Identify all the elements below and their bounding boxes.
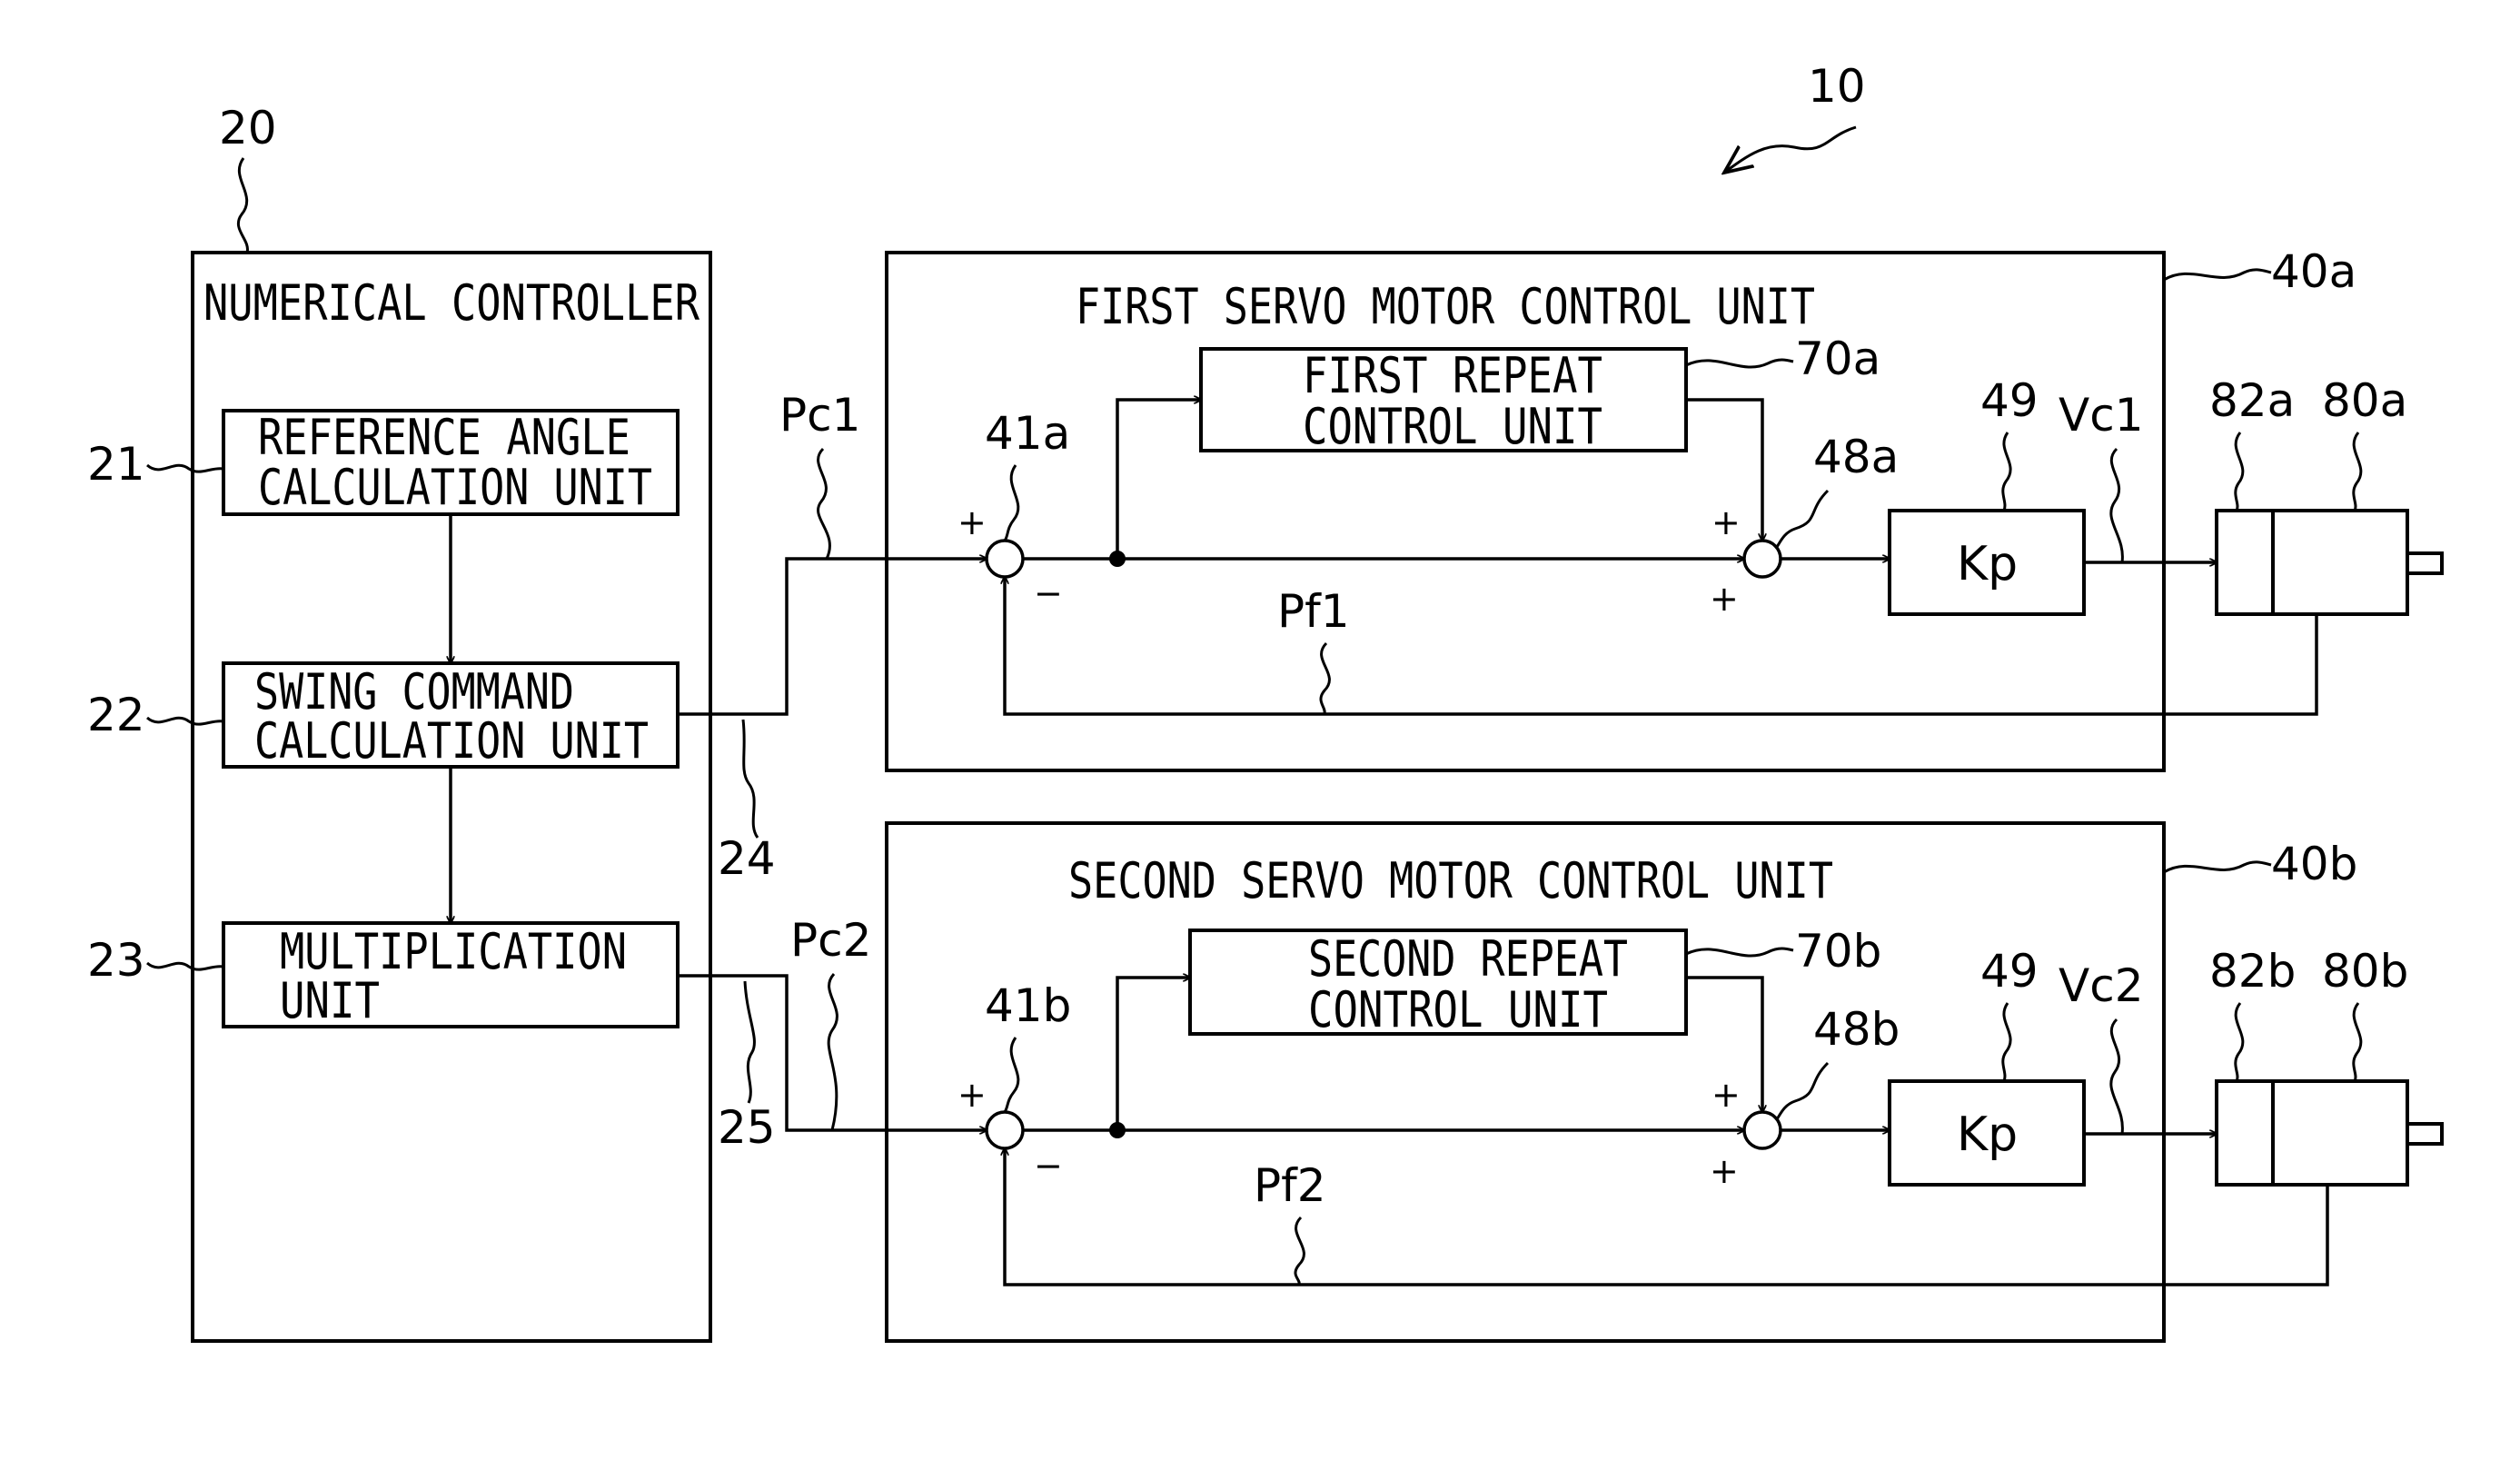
first-repeat-leader bbox=[1686, 360, 1793, 367]
adder-48a-plus-top: + bbox=[1711, 502, 1741, 542]
adder-48a bbox=[1744, 541, 1781, 577]
vc1-label: Vc1 bbox=[2059, 389, 2144, 442]
branch-to-repeat-1 bbox=[1117, 400, 1201, 559]
numerical-controller-leader bbox=[238, 158, 247, 253]
pc2-label: Pc2 bbox=[790, 914, 871, 967]
second-repeat-leader bbox=[1686, 949, 1793, 956]
subtractor-41b-plus: + bbox=[957, 1075, 987, 1115]
output2-ref: 25 bbox=[718, 1101, 776, 1154]
adder-48b-leader bbox=[1777, 1063, 1828, 1119]
gain-kp-2-ref: 49 bbox=[1980, 945, 2039, 998]
output1-leader bbox=[743, 720, 758, 838]
pc1-label: Pc1 bbox=[779, 389, 860, 442]
subtractor-41a bbox=[987, 541, 1023, 577]
encoder-82b-leader bbox=[2236, 1003, 2243, 1081]
pf1-leader bbox=[1321, 643, 1329, 714]
pc2-leader bbox=[828, 974, 837, 1130]
reference-angle-line1: REFERENCE ANGLE bbox=[258, 409, 630, 466]
adder-48a-leader bbox=[1777, 491, 1828, 547]
motor-80a-shaft bbox=[2407, 553, 2442, 573]
output2-leader bbox=[745, 981, 754, 1103]
second-servo-leader bbox=[2164, 862, 2271, 872]
adder-48b-plus-bottom: + bbox=[1710, 1151, 1739, 1191]
motor-80b bbox=[2273, 1081, 2407, 1185]
subtractor-41b bbox=[987, 1112, 1023, 1148]
figure-ref-arrow bbox=[1724, 127, 1856, 173]
subtractor-41a-ref: 41a bbox=[985, 407, 1070, 460]
second-repeat-ref: 70b bbox=[1795, 925, 1881, 978]
swing-command-leader bbox=[147, 718, 223, 724]
encoder-82a-ref: 82a bbox=[2209, 374, 2295, 427]
subtractor-41a-minus: − bbox=[1034, 573, 1063, 613]
subtractor-41b-leader bbox=[1005, 1038, 1018, 1112]
motor-assembly-2: 82b 80b bbox=[2209, 945, 2442, 1185]
adder-48a-ref: 48a bbox=[1813, 431, 1899, 483]
feedback-line-pf1 bbox=[1005, 577, 2317, 714]
second-repeat-line1: SECOND REPEAT bbox=[1308, 930, 1628, 988]
motor-80b-shaft bbox=[2407, 1124, 2442, 1144]
reference-angle-line2: CALCULATION UNIT bbox=[258, 459, 652, 516]
swing-command-line2: CALCULATION UNIT bbox=[254, 712, 649, 770]
gain-kp-1-ref: 49 bbox=[1980, 374, 2039, 427]
second-servo-title: SECOND SERVO MOTOR CONTROL UNIT bbox=[1068, 852, 1833, 909]
branch-to-repeat-2 bbox=[1117, 978, 1190, 1130]
adder-48b bbox=[1744, 1112, 1781, 1148]
gain-kp-1-label: Kp bbox=[1957, 537, 2018, 591]
first-repeat-ref: 70a bbox=[1795, 333, 1880, 385]
pf2-leader bbox=[1295, 1217, 1304, 1285]
first-servo-motor-control-unit: FIRST SERVO MOTOR CONTROL UNIT 40a 41a +… bbox=[887, 245, 2356, 770]
multiplication-line2: UNIT bbox=[280, 972, 380, 1029]
pf1-label: Pf1 bbox=[1277, 585, 1350, 638]
gain-kp-2-label: Kp bbox=[1957, 1107, 2018, 1162]
figure-ref-label: 10 bbox=[1808, 60, 1866, 113]
gain-kp-2-leader bbox=[2003, 1003, 2010, 1081]
reference-angle-leader bbox=[147, 465, 223, 472]
adder-48a-plus-bottom: + bbox=[1710, 579, 1739, 619]
numerical-controller-ref: 20 bbox=[219, 102, 277, 154]
subtractor-41a-plus: + bbox=[957, 502, 987, 542]
motor-80b-leader bbox=[2354, 1003, 2361, 1081]
first-repeat-line2: CONTROL UNIT bbox=[1303, 398, 1602, 455]
adder-48b-ref: 48b bbox=[1813, 1003, 1900, 1056]
gain-kp-1-leader bbox=[2003, 432, 2010, 511]
encoder-82a bbox=[2217, 511, 2273, 614]
multiplication-leader bbox=[147, 963, 223, 969]
motor-80a bbox=[2273, 511, 2407, 614]
vc2-label: Vc2 bbox=[2059, 959, 2144, 1012]
motor-assembly-1: 82a 80a bbox=[2209, 374, 2442, 614]
subtractor-41b-minus: − bbox=[1034, 1146, 1063, 1186]
vc1-leader bbox=[2111, 449, 2123, 562]
multiplication-ref: 23 bbox=[87, 934, 145, 987]
first-servo-ref: 40a bbox=[2271, 245, 2356, 298]
motor-80b-ref: 80b bbox=[2322, 945, 2408, 998]
numerical-controller: NUMERICAL CONTROLLER 20 REFERENCE ANGLE … bbox=[87, 102, 710, 1341]
motor-80a-ref: 80a bbox=[2322, 374, 2407, 427]
first-servo-leader bbox=[2164, 270, 2271, 280]
second-repeat-line2: CONTROL UNIT bbox=[1308, 981, 1608, 1038]
second-servo-motor-control-unit: SECOND SERVO MOTOR CONTROL UNIT 40b 41b … bbox=[887, 823, 2357, 1341]
motor-80a-leader bbox=[2354, 432, 2361, 511]
first-repeat-line1: FIRST REPEAT bbox=[1303, 347, 1602, 404]
subtractor-41a-leader bbox=[1005, 465, 1018, 541]
output1-ref: 24 bbox=[718, 832, 776, 885]
feedback-line-pf2 bbox=[1005, 1148, 2327, 1285]
second-servo-ref: 40b bbox=[2271, 838, 2357, 890]
numerical-controller-title: NUMERICAL CONTROLLER bbox=[203, 274, 699, 332]
swing-command-ref: 22 bbox=[87, 689, 145, 741]
command-line-pc1 bbox=[678, 559, 987, 714]
encoder-82a-leader bbox=[2236, 432, 2243, 511]
first-servo-title: FIRST SERVO MOTOR CONTROL UNIT bbox=[1076, 278, 1815, 335]
subtractor-41b-ref: 41b bbox=[985, 979, 1071, 1032]
adder-48b-plus-top: + bbox=[1711, 1075, 1741, 1115]
pc1-leader bbox=[819, 449, 830, 559]
reference-angle-ref: 21 bbox=[87, 438, 145, 491]
encoder-82b-ref: 82b bbox=[2209, 945, 2296, 998]
encoder-82b bbox=[2217, 1081, 2273, 1185]
vc2-leader bbox=[2111, 1019, 2123, 1134]
pf2-label: Pf2 bbox=[1254, 1159, 1326, 1212]
